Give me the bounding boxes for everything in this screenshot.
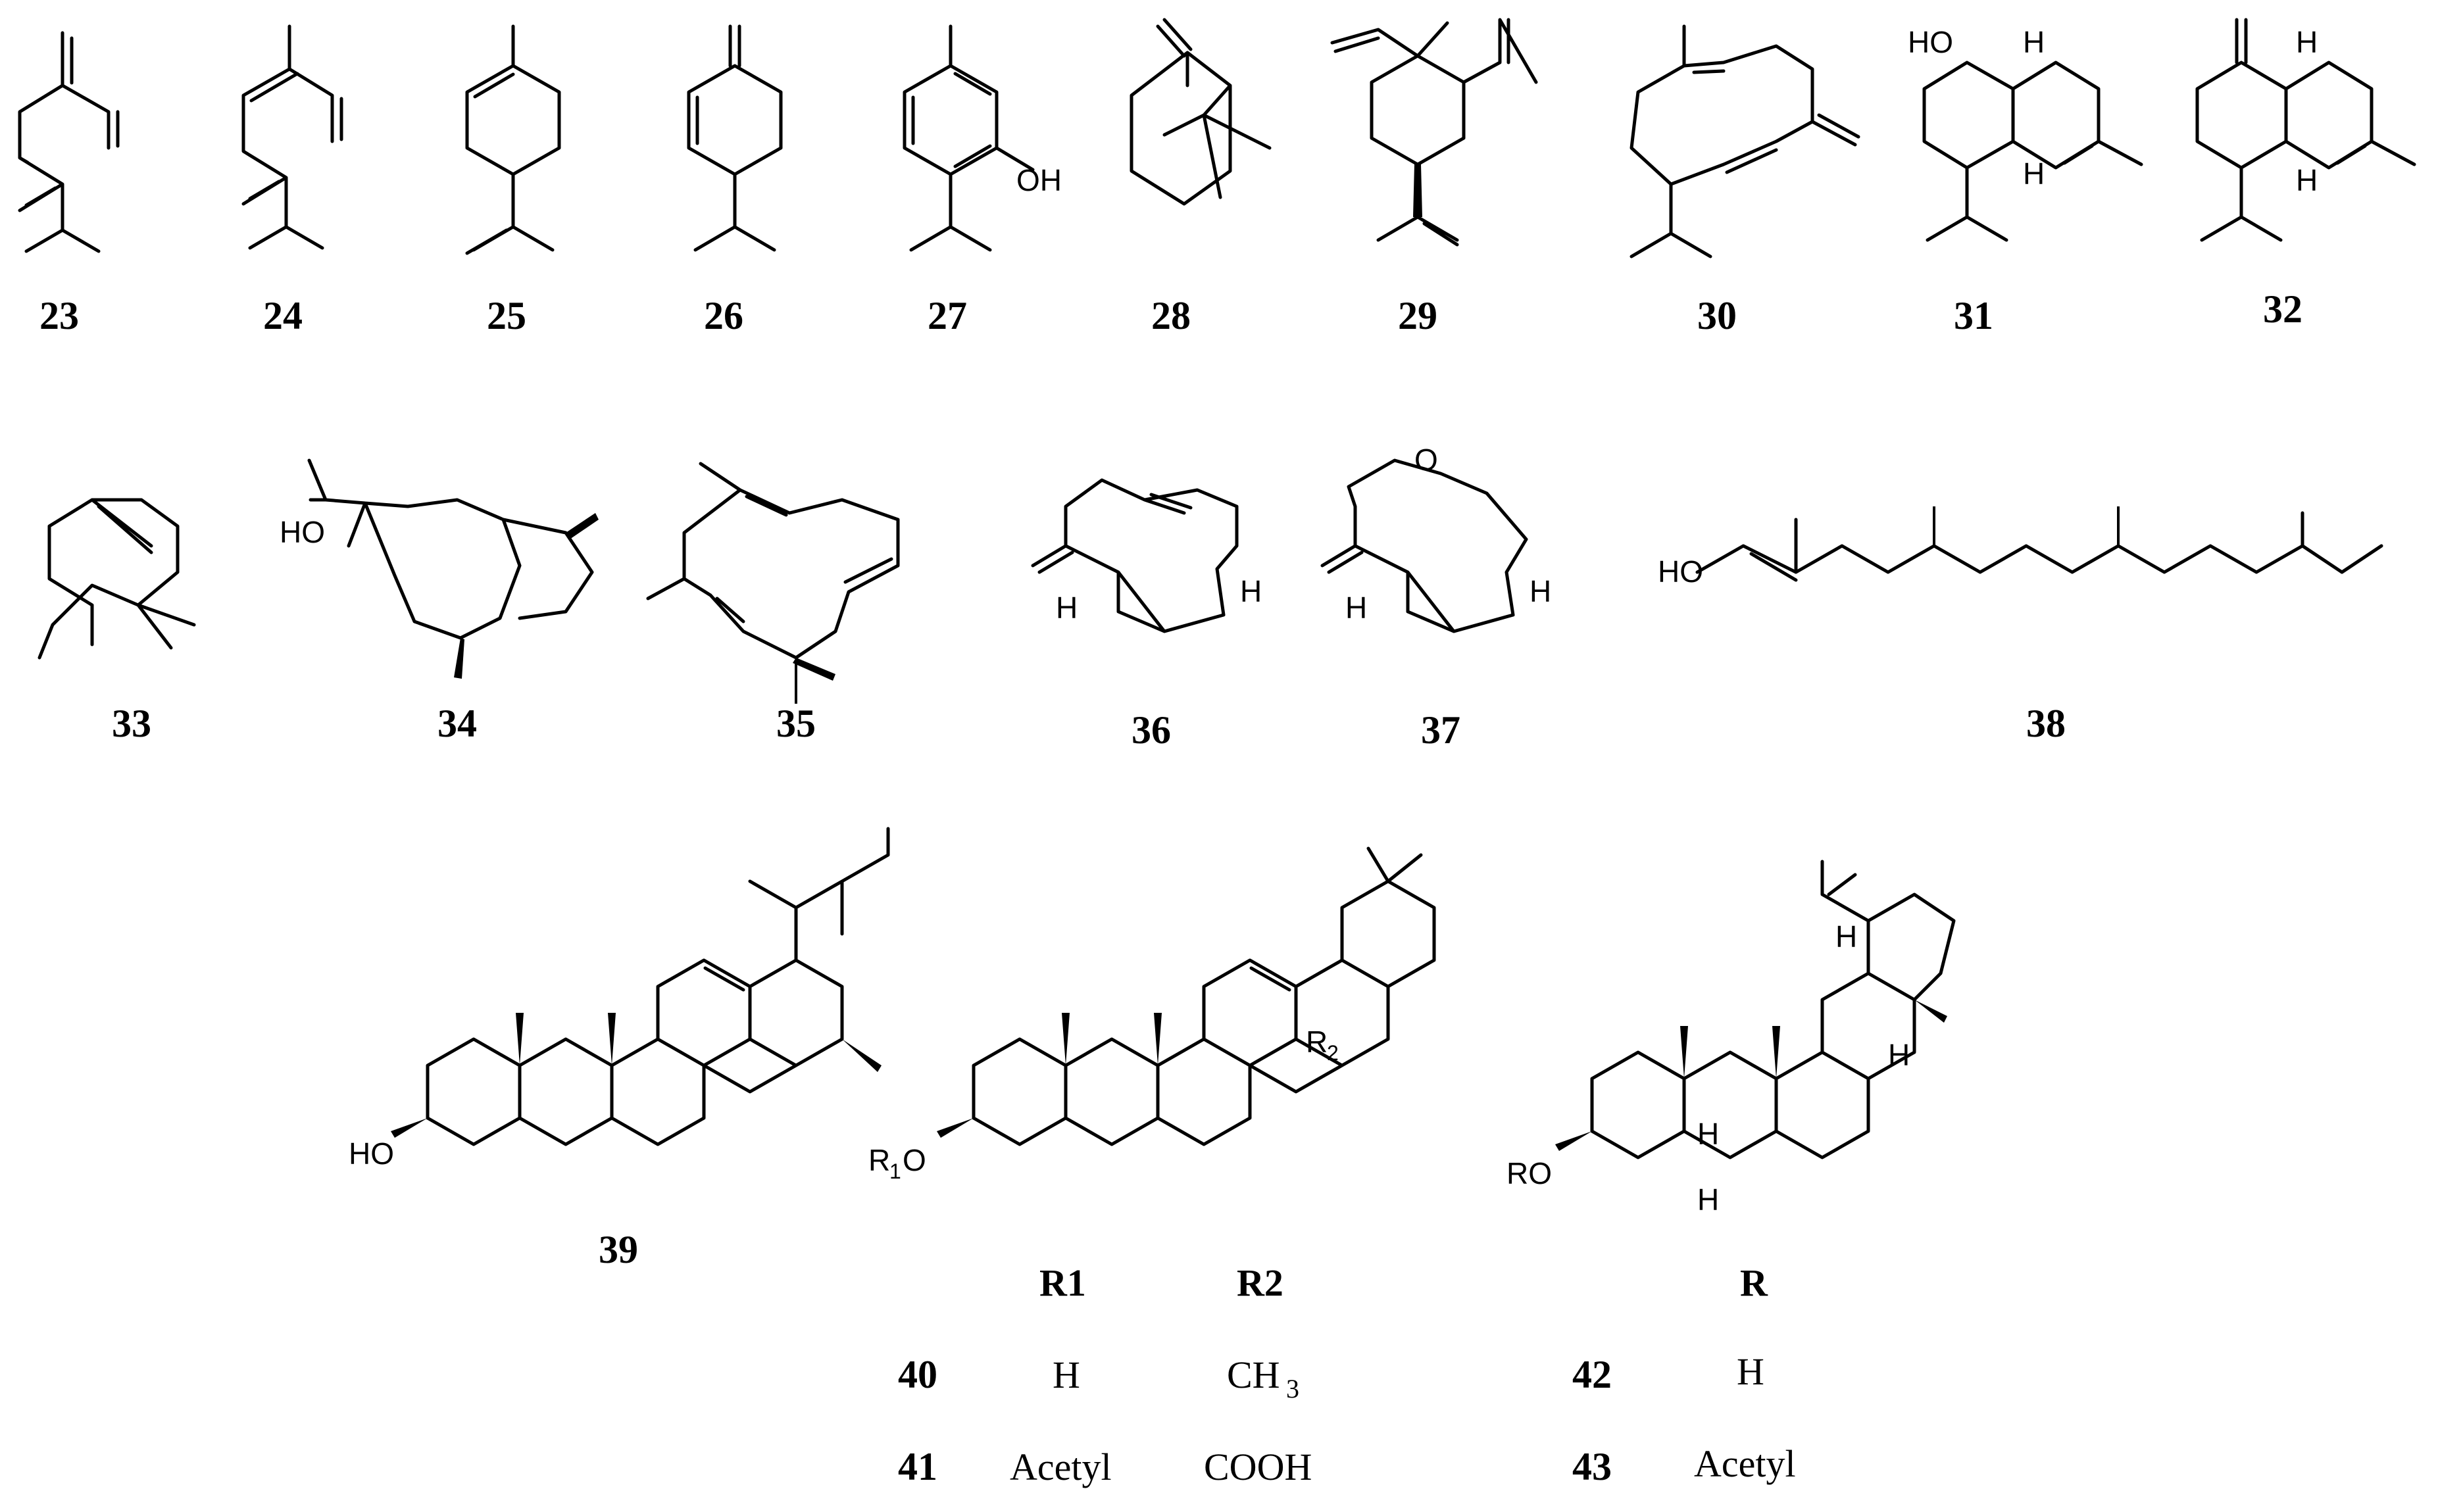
label-35: 35 [776,702,816,745]
svg-text:H: H [1888,1038,1910,1072]
label-38: 38 [2026,702,2066,745]
label-24: 24 [263,294,303,337]
structure-32: H H [2195,18,2416,242]
svg-text:RO: RO [1506,1156,1552,1190]
substituent-table-40-41: R1 R2 40 H CH 3 41 Acetyl COOH [898,1261,1312,1488]
cell-40-r1: H [1053,1353,1080,1396]
svg-text:H: H [1530,574,1551,608]
structure-24 [241,24,343,250]
structure-27: OH [903,24,1062,252]
svg-text:1: 1 [889,1159,901,1183]
cell-41-r2: COOH [1204,1446,1312,1488]
svg-text:O: O [903,1143,926,1177]
svg-text:HO: HO [349,1136,394,1171]
header-r1: R1 [1039,1261,1086,1304]
label-42: 42 [1572,1353,1612,1396]
structure-40-41: R 1 O R 2 [868,846,1436,1183]
svg-text:HO: HO [1908,25,1953,59]
svg-text:H: H [1345,591,1367,625]
label-39: 39 [599,1228,638,1271]
structure-23 [18,31,120,253]
label-43: 43 [1572,1445,1612,1488]
cell-41-r1: Acetyl [1010,1446,1112,1488]
substituent-table-42-43: R 42 H 43 Acetyl [1572,1261,1796,1488]
svg-text:H: H [1835,919,1857,954]
svg-text:O: O [1414,443,1438,477]
structure-35 [646,462,900,704]
svg-text:H: H [2296,163,2318,197]
structure-36: H H [1031,478,1262,633]
label-23: 23 [39,294,79,337]
structure-26 [687,24,783,252]
structure-30 [1629,24,1860,258]
svg-text:H: H [1697,1117,1719,1151]
svg-text:HO: HO [1658,554,1703,589]
cell-40-r2-sub: 3 [1286,1374,1299,1403]
structure-28 [1130,18,1272,206]
cell-40-r2: CH [1227,1353,1280,1396]
structure-38: HO [1658,506,2383,589]
label-29: 29 [1398,294,1437,337]
svg-text:H: H [2023,157,2045,191]
svg-text:R: R [1306,1025,1328,1059]
label-27: 27 [928,294,967,337]
structure-29 [1330,18,1538,247]
svg-text:HO: HO [280,515,325,549]
label-36: 36 [1132,708,1171,752]
svg-text:H: H [1697,1183,1719,1217]
label-26: 26 [704,294,743,337]
header-r2: R2 [1237,1261,1283,1304]
svg-text:H: H [2296,25,2318,59]
structure-34: HO [280,458,599,679]
structure-25 [465,24,561,255]
label-31: 31 [1954,294,1993,337]
label-28: 28 [1151,294,1191,337]
label-40: 40 [898,1353,937,1396]
cell-42-r: H [1737,1350,1764,1393]
label-34: 34 [437,702,477,745]
structure-31: HO H H [1908,25,2143,242]
svg-text:H: H [1056,591,1078,625]
structure-37: O H H [1320,443,1551,633]
header-r: R [1740,1261,1768,1304]
label-32: 32 [2263,287,2302,331]
svg-text:2: 2 [1327,1041,1339,1065]
svg-text:R: R [868,1143,890,1177]
label-41: 41 [898,1445,937,1488]
structure-33 [37,498,196,660]
label-37: 37 [1421,708,1460,752]
svg-text:H: H [1240,574,1262,608]
label-25: 25 [487,294,526,337]
svg-text:H: H [2023,25,2045,59]
structure-42-43: RO H H H H [1506,860,1956,1217]
label-33: 33 [112,702,151,745]
label-30: 30 [1697,294,1737,337]
svg-text:OH: OH [1016,163,1062,197]
structure-39: HO [349,827,890,1171]
cell-43-r: Acetyl [1694,1442,1796,1485]
